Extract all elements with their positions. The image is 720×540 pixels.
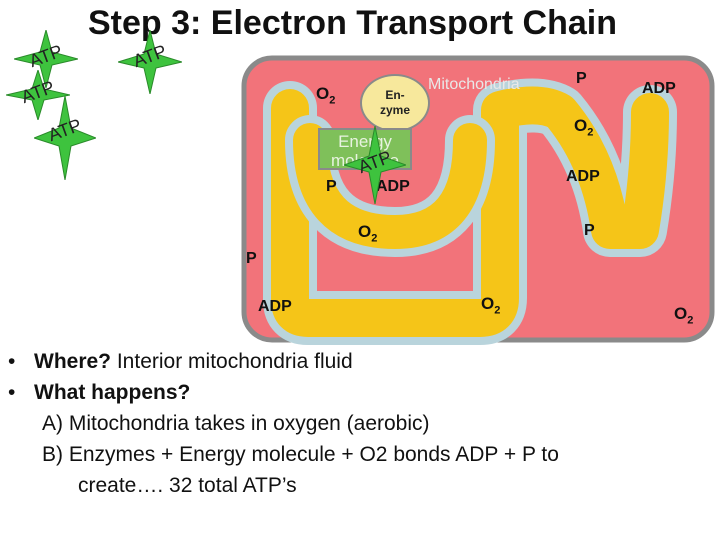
atp-star-icon: ATP	[32, 95, 98, 181]
atp-star-icon: ATP	[116, 29, 184, 95]
enzyme-shape: En- zyme	[360, 74, 430, 132]
adp-label: ADP	[376, 178, 410, 195]
bullet-item-b-continuation: create…. 32 total ATP’s	[78, 474, 297, 497]
bullet-where: •Where? Interior mitochondria fluid	[8, 350, 353, 373]
bullet-item-a: A) Mitochondria takes in oxygen (aerobic…	[42, 412, 430, 435]
atp-star-icon: ATP	[13, 28, 79, 90]
o2-label: O2	[481, 294, 501, 317]
phosphate-label: P	[584, 222, 595, 239]
o2-label: O2	[316, 84, 336, 107]
o2-label: O2	[574, 116, 594, 139]
phosphate-label: P	[246, 250, 257, 267]
atp-star-icon: ATP	[5, 68, 71, 122]
bullet-what: •What happens?	[8, 381, 191, 404]
adp-label: ADP	[258, 298, 292, 315]
bullet-list: •Where? Interior mitochondria fluid •Wha…	[8, 346, 559, 501]
o2-label: O2	[358, 222, 378, 245]
phosphate-label: P	[576, 70, 587, 87]
mitochondria-label: Mitochondria	[428, 76, 520, 93]
inner-membrane-fold	[271, 86, 669, 337]
adp-label: ADP	[642, 80, 676, 97]
atp-star-icon: ATP	[342, 125, 408, 205]
inner-membrane-crest-fill	[293, 123, 487, 250]
bullet-item-b: B) Enzymes + Energy molecule + O2 bonds …	[42, 443, 559, 466]
phosphate-label: P	[326, 178, 337, 195]
o2-label: O2	[674, 304, 694, 327]
adp-label: ADP	[566, 168, 600, 185]
enzyme-label: En- zyme	[379, 88, 411, 117]
slide-title: Step 3: Electron Transport Chain	[88, 4, 617, 42]
